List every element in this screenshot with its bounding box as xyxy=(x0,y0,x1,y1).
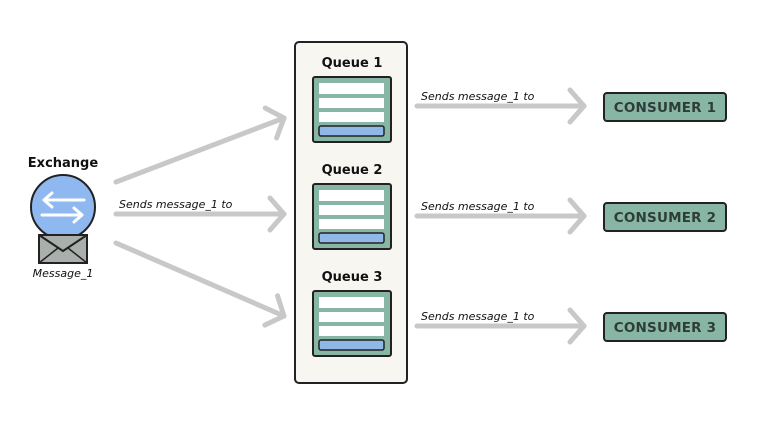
arrow-to-consumer-2 xyxy=(414,200,587,232)
consumer-label: CONSUMER 3 xyxy=(614,320,717,336)
queue-1-send-label: Sends message_1 to xyxy=(421,90,535,103)
arrow-to-consumer-1 xyxy=(414,90,587,122)
consumer-label: CONSUMER 1 xyxy=(614,100,717,116)
queue-label: Queue 3 xyxy=(322,270,383,285)
consumer-2: CONSUMER 2 xyxy=(603,202,727,232)
exchange: Exchange Message_1 xyxy=(28,156,99,280)
queue-2: Queue 2 xyxy=(312,163,392,250)
queue-label: Queue 1 xyxy=(322,56,383,71)
envelope-icon xyxy=(38,234,88,264)
queue-1: Queue 1 xyxy=(312,56,392,143)
queue-3: Queue 3 xyxy=(312,270,392,357)
queue-label: Queue 2 xyxy=(322,163,383,178)
arrow-to-queue-1 xyxy=(113,103,290,185)
queue-3-send-label: Sends message_1 to xyxy=(421,310,535,323)
consumer-3: CONSUMER 3 xyxy=(603,312,727,342)
arrow-to-consumer-3 xyxy=(414,310,587,342)
consumer-1: CONSUMER 1 xyxy=(603,92,727,122)
arrow-to-queue-3 xyxy=(113,240,290,331)
queue-2-send-label: Sends message_1 to xyxy=(421,200,535,213)
exchange-to-queue-arrows xyxy=(113,103,290,331)
queue-to-consumer-arrows xyxy=(414,90,587,342)
arrow-to-queue-2 xyxy=(113,198,287,230)
message-label: Message_1 xyxy=(33,267,94,280)
exchange-send-label: Sends message_1 to xyxy=(119,198,233,211)
exchange-title: Exchange xyxy=(28,156,99,171)
consumer-label: CONSUMER 2 xyxy=(614,210,717,226)
swap-arrows-icon xyxy=(30,174,96,240)
